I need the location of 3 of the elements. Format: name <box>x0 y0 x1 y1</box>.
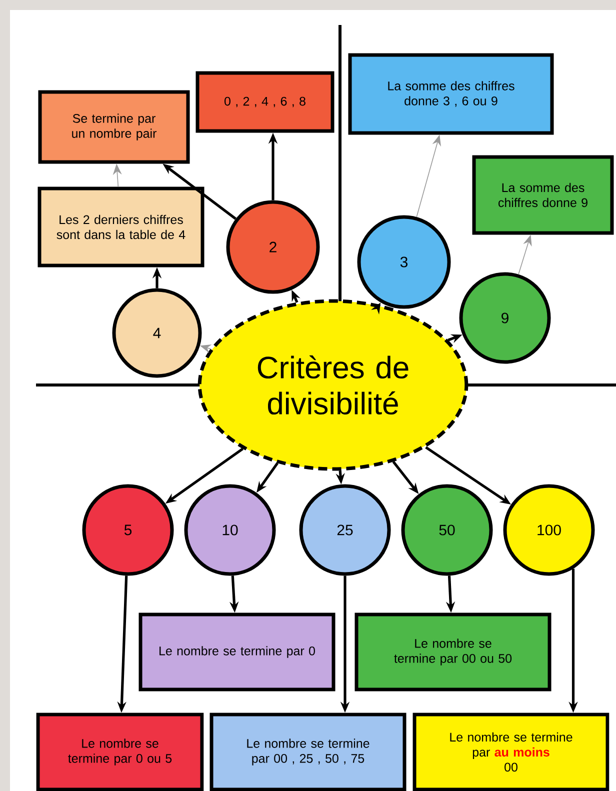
rule-box: Le nombre se termine par au moins 00 <box>412 712 610 791</box>
rule-box: Le nombre se termine par 00 , 25 , 50 , 75 <box>210 712 406 791</box>
rule-box: Le nombre se termine par 0 ou 5 <box>36 712 204 791</box>
